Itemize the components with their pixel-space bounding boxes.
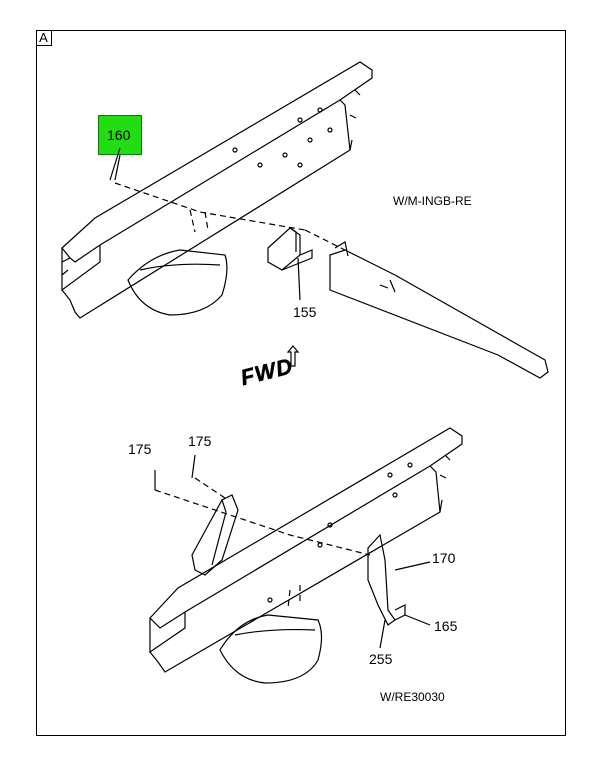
- air-spring-top: [127, 249, 228, 316]
- callout-160[interactable]: 160: [107, 127, 131, 143]
- crossmember-long: [329, 249, 549, 379]
- callout-255[interactable]: 255: [369, 651, 393, 667]
- view-tag: A: [36, 30, 52, 46]
- callout-155[interactable]: 155: [293, 304, 317, 320]
- air-spring-bottom: [219, 614, 323, 684]
- callout-175-left[interactable]: 175: [128, 441, 152, 457]
- top-assembly: [61, 61, 549, 379]
- bracket-170: [367, 533, 396, 626]
- callout-165[interactable]: 165: [434, 618, 458, 634]
- fwd-arrow-icon: [286, 345, 300, 367]
- callout-175-right[interactable]: 175: [188, 433, 212, 449]
- bracket-155: [267, 227, 301, 271]
- frame-rail-upper: [61, 61, 373, 263]
- variant-note-top: W/M-INGB-RE: [393, 194, 472, 208]
- frame-rail-lower: [149, 427, 463, 629]
- hanger-175: [191, 494, 239, 576]
- callout-170[interactable]: 170: [432, 550, 456, 566]
- variant-note-bottom: W/RE30030: [380, 690, 445, 704]
- bottom-assembly: [149, 427, 463, 684]
- diagram-frame: [36, 30, 566, 736]
